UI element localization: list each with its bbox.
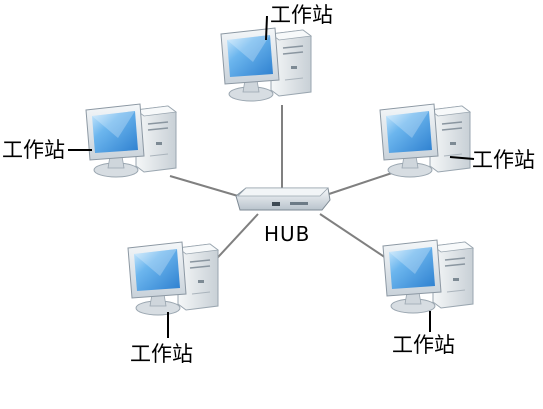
workstation-label-bottom-right: 工作站 — [392, 333, 455, 357]
leader-top — [265, 15, 268, 41]
label-leaders — [68, 15, 475, 338]
leader-right — [449, 156, 475, 160]
hub-label: HUB — [264, 222, 311, 246]
workstation-right-icon — [379, 103, 471, 178]
workstation-left-icon — [85, 103, 177, 178]
workstation-label-top: 工作站 — [270, 3, 333, 27]
workstation-label-bottom-left: 工作站 — [130, 342, 193, 366]
workstation-bottom-right-icon — [382, 239, 474, 314]
link-left — [169, 175, 239, 197]
workstation-label-right: 工作站 — [472, 148, 535, 172]
workstation-bottom-left-icon — [127, 241, 219, 316]
link-right — [325, 171, 396, 196]
workstation-label-left: 工作站 — [2, 138, 65, 162]
network-hub-icon — [235, 187, 331, 211]
